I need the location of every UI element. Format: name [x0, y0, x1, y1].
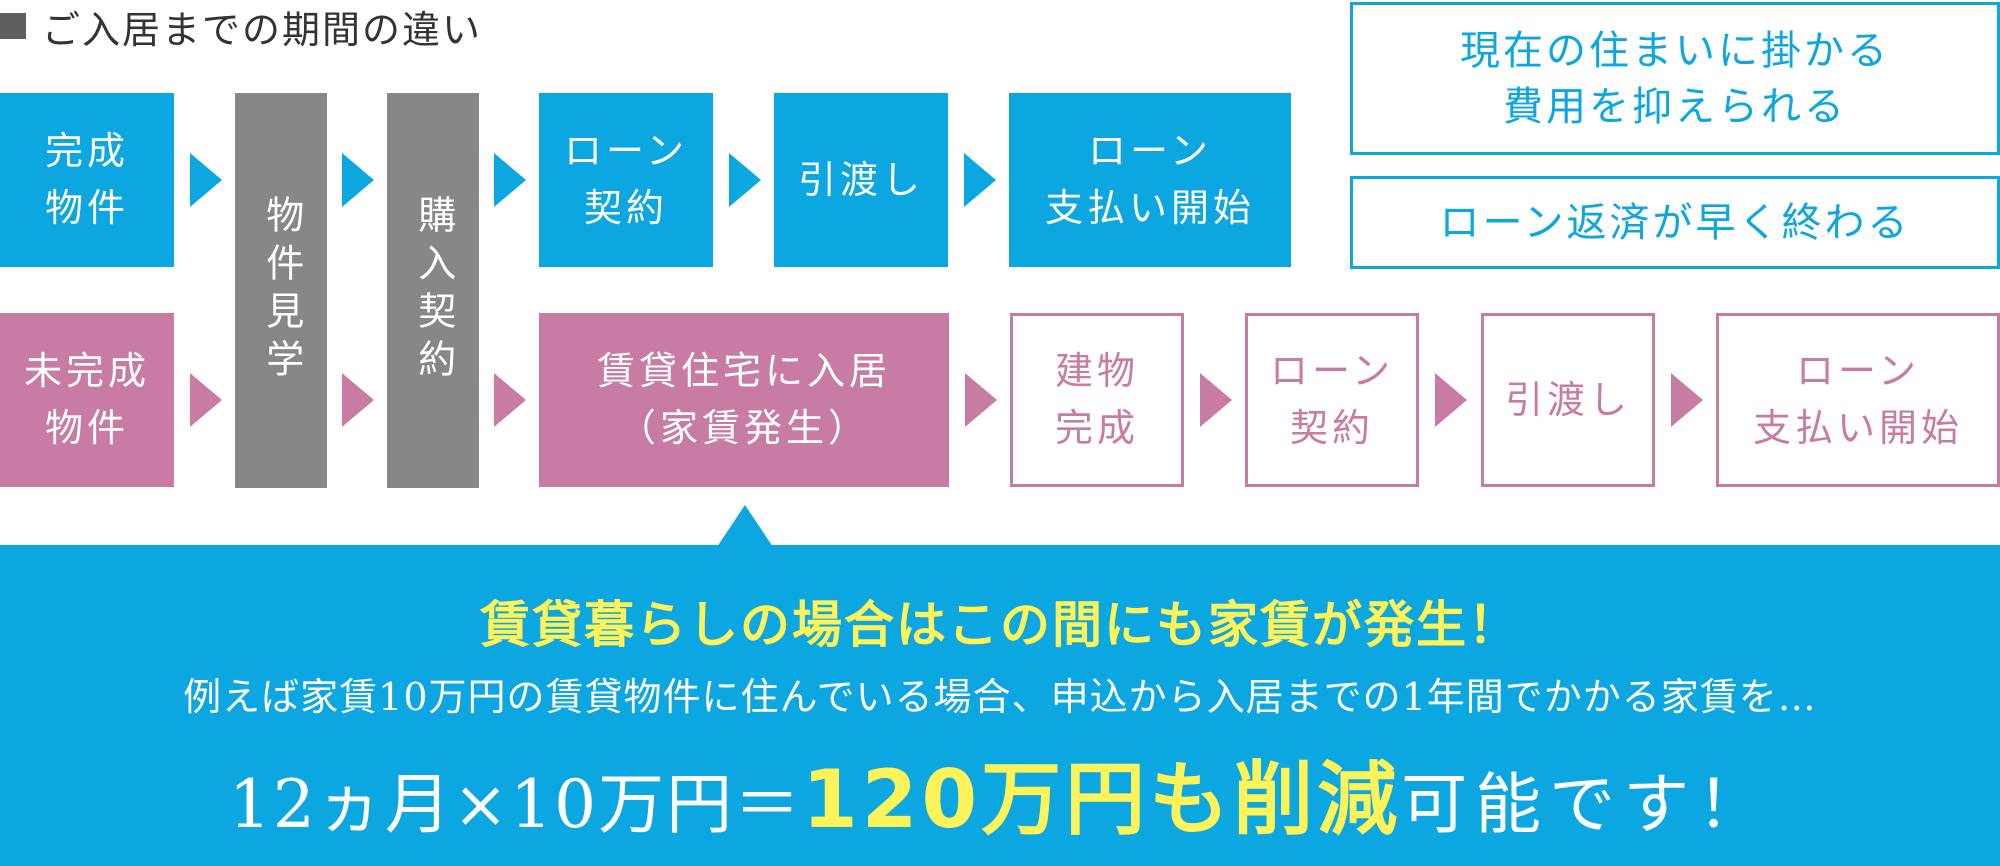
arrow-right-icon [494, 373, 526, 427]
arrow-right-icon [342, 373, 374, 427]
square-bullet-icon [0, 13, 26, 39]
arrow-right-icon [965, 373, 997, 427]
arrow-right-icon [190, 153, 222, 207]
benefit-box-early-repayment: ローン返済が早く終わる [1350, 176, 2000, 269]
arrow-right-icon [1435, 373, 1467, 427]
bottom-handover-box: 引渡し [1481, 313, 1655, 487]
arrow-right-icon [1671, 373, 1703, 427]
arrow-right-icon [964, 153, 996, 207]
heading-text: ご入居までの期間の違い [42, 7, 483, 52]
callout-description: 例えば家賃10万円の賃貸物件に住んでいる場合、申込から入居までの1年間でかかる家… [183, 675, 1817, 719]
arrow-right-icon [494, 153, 526, 207]
benefit-box-cost: 現在の住まいに掛かる 費用を抑えられる [1350, 2, 2000, 155]
arrow-right-icon [729, 153, 761, 207]
formula-highlight: 120万円も削減 [802, 753, 1402, 846]
arrow-right-icon [342, 153, 374, 207]
formula-right: 可能です！ [1401, 766, 1772, 843]
top-handover-box: 引渡し [774, 93, 948, 267]
viewing-step-box: 物件見学 [235, 93, 327, 488]
building-complete-box: 建物 完成 [1010, 313, 1184, 487]
callout-formula: 12ヵ月×10万円＝ 120万円も削減 可能です！ [0, 735, 2000, 846]
arrow-right-icon [1200, 373, 1232, 427]
callout-title: 賃貸暮らしの場合はこの間にも家賃が発生！ [480, 596, 1520, 654]
callout-pointer-icon [717, 505, 773, 547]
bottom-loan-contract-box: ローン 契約 [1245, 313, 1419, 487]
bottom-loan-payment-box: ローン 支払い開始 [1716, 313, 2000, 487]
viewing-step-label: 物件見学 [259, 194, 304, 387]
top-loan-payment-box: ローン 支払い開始 [1009, 93, 1291, 267]
formula-left: 12ヵ月×10万円＝ [228, 766, 803, 843]
completed-property-box: 完成 物件 [0, 93, 174, 267]
section-heading: ご入居までの期間の違い [0, 0, 482, 52]
purchase-contract-step-label: 購入契約 [411, 194, 456, 387]
rental-housing-box: 賃貸住宅に入居 （家賃発生） [539, 313, 949, 487]
callout-panel [0, 545, 2000, 866]
top-loan-contract-box: ローン 契約 [539, 93, 713, 267]
purchase-contract-step-box: 購入契約 [387, 93, 479, 488]
uncompleted-property-box: 未完成 物件 [0, 313, 174, 487]
arrow-right-icon [190, 373, 222, 427]
